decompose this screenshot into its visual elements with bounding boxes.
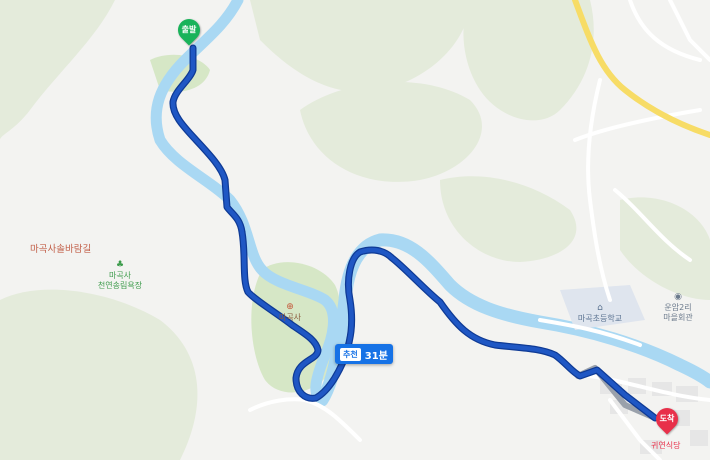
forest-poi-name-line1: 마곡사 [108, 271, 132, 280]
community-hall-icon: ◉ [674, 292, 682, 302]
temple-icon: ⊕ [286, 302, 294, 312]
temple-poi[interactable]: ⊕ 마곡사 [270, 302, 310, 323]
major-road [572, 0, 710, 138]
forest-poi[interactable]: ♣ 마곡사 천연송림욕장 [80, 260, 160, 291]
hall-poi-name-line1: 운암2리 [664, 303, 692, 312]
recommended-tag: 추천 [340, 347, 361, 361]
school-poi-name: 마곡초등학교 [577, 314, 623, 323]
hall-poi-name-line2: 마을회관 [663, 313, 693, 322]
destination-place-label: 귀연식당 [651, 441, 681, 450]
end-marker-label: 도착 [659, 414, 675, 423]
temple-poi-name: 마곡사 [278, 313, 302, 322]
route-time-badge[interactable]: 추천 31분 [335, 344, 393, 364]
start-marker-label: 출발 [181, 25, 197, 34]
school-grounds [560, 285, 645, 330]
trail-label: 마곡사솔바람길 [30, 244, 92, 255]
school-icon: ⌂ [597, 303, 603, 313]
route-line[interactable] [170, 45, 658, 421]
route-duration: 31분 [364, 350, 388, 362]
hall-poi[interactable]: ◉ 운암2리 마을회관 [652, 292, 704, 323]
tree-icon: ♣ [115, 260, 125, 270]
school-poi[interactable]: ⌂ 마곡초등학교 [570, 303, 630, 324]
river-lower [315, 233, 710, 407]
forest-poi-name-line2: 천연송림욕장 [97, 281, 143, 290]
